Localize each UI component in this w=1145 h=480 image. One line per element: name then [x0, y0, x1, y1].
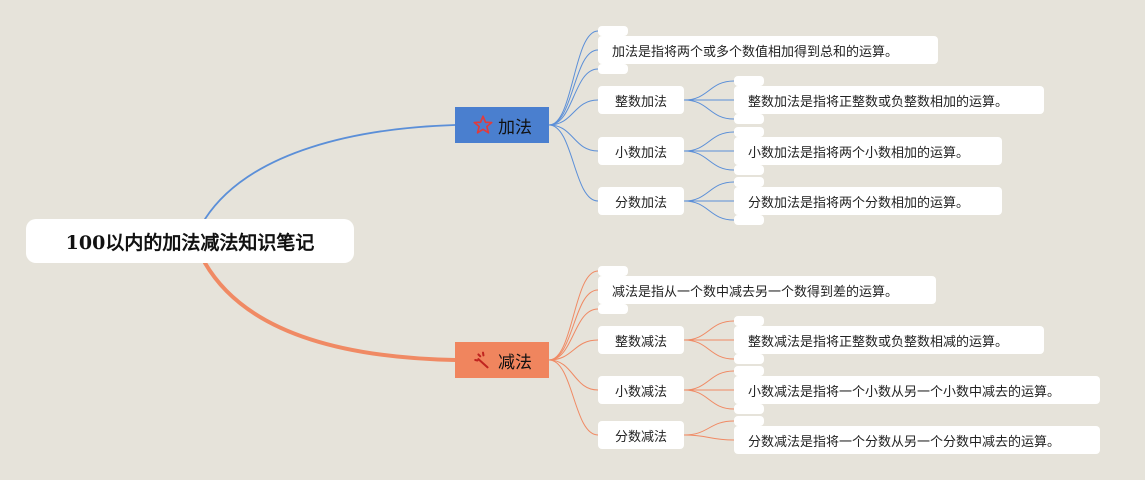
sub-topic-label: 整数加法 — [614, 94, 667, 110]
branch-connector — [548, 359, 599, 436]
node-stub — [734, 127, 764, 137]
description-node[interactable]: 分数减法是指将一个分数从另一个分数中减去的运算。 — [734, 426, 1100, 454]
description-text: 分数减法是指将一个分数从另一个分数中减去的运算。 — [748, 434, 1061, 450]
sub-topic-label: 小数减法 — [614, 384, 667, 400]
branch-connector — [548, 124, 599, 152]
branch-connector — [548, 30, 599, 126]
sub-topic-label: 整数减法 — [614, 334, 667, 350]
description-node[interactable]: 整数减法是指将正整数或负整数相减的运算。 — [734, 326, 1044, 354]
leaf-connector — [683, 99, 735, 120]
sub-topic-label: 分数加法 — [614, 195, 667, 211]
branch-addition[interactable]: 加法 — [455, 107, 549, 143]
description-node[interactable]: 分数加法是指将两个分数相加的运算。 — [734, 187, 1002, 215]
branch-connector — [548, 339, 599, 361]
leaf-connector — [683, 181, 735, 202]
leaf-connector — [683, 420, 735, 436]
leaf-connector — [683, 150, 735, 171]
description-node[interactable]: 整数加法是指将正整数或负整数相加的运算。 — [734, 86, 1044, 114]
sub-topic-decimal-addition[interactable]: 小数加法 — [598, 137, 684, 165]
node-stub — [734, 366, 764, 376]
root-topic[interactable]: 100以内的加法减法知识笔记 — [26, 219, 354, 263]
description-node[interactable]: 小数减法是指将一个小数从另一个小数中减去的运算。 — [734, 376, 1100, 404]
definition-text: 加法是指将两个或多个数值相加得到总和的运算。 — [612, 44, 899, 60]
node-stub — [734, 316, 764, 326]
description-node[interactable]: 小数加法是指将两个小数相加的运算。 — [734, 137, 1002, 165]
branch-connector — [548, 99, 599, 126]
leaf-connector — [683, 320, 735, 341]
branch-subtraction-label: 减法 — [498, 352, 532, 373]
node-stub — [734, 76, 764, 86]
sub-topic-label: 小数加法 — [614, 145, 667, 161]
sub-topic-integer-addition[interactable]: 整数加法 — [598, 86, 684, 114]
branch-connector — [548, 49, 599, 126]
leaf-connector — [683, 339, 735, 360]
node-stub — [598, 266, 628, 276]
branch-connector — [548, 308, 599, 361]
branch-connector — [548, 124, 599, 202]
definition-node[interactable]: 加法是指将两个或多个数值相加得到总和的运算。 — [598, 36, 938, 64]
sparkle-icon — [474, 351, 489, 369]
node-stub — [734, 354, 764, 364]
branch-addition-label: 加法 — [498, 117, 532, 138]
node-stub — [734, 404, 764, 414]
sub-topic-fraction-addition[interactable]: 分数加法 — [598, 187, 684, 215]
sub-topic-fraction-subtraction[interactable]: 分数减法 — [598, 421, 684, 449]
node-stub — [734, 165, 764, 175]
leaf-connector — [683, 131, 735, 152]
leaf-connector — [683, 80, 735, 101]
description-text: 小数加法是指将两个小数相加的运算。 — [748, 145, 970, 161]
root-topic-label: 100以内的加法减法知识笔记 — [65, 231, 315, 254]
leaf-connector — [683, 389, 735, 410]
node-stub — [734, 416, 764, 426]
leaf-connector — [683, 434, 735, 441]
branch-connector — [548, 68, 599, 126]
branch-connector — [548, 289, 599, 361]
branch-connector — [548, 359, 599, 391]
node-stub — [734, 215, 764, 225]
node-stub — [598, 304, 628, 314]
star-icon — [473, 115, 493, 134]
description-text: 小数减法是指将一个小数从另一个小数中减去的运算。 — [748, 384, 1061, 400]
definition-node[interactable]: 减法是指从一个数中减去另一个数得到差的运算。 — [598, 276, 936, 304]
node-stub — [734, 177, 764, 187]
root-branch-connector — [203, 261, 457, 362]
branch-subtraction[interactable]: 减法 — [455, 342, 549, 378]
description-text: 整数加法是指将正整数或负整数相加的运算。 — [748, 94, 1009, 110]
node-stub — [598, 26, 628, 36]
sub-topic-integer-subtraction[interactable]: 整数减法 — [598, 326, 684, 354]
node-stub — [598, 64, 628, 74]
leaf-connector — [683, 370, 735, 391]
sub-topic-label: 分数减法 — [614, 429, 667, 445]
description-text: 分数加法是指将两个分数相加的运算。 — [748, 195, 970, 211]
description-text: 整数减法是指将正整数或负整数相减的运算。 — [748, 334, 1009, 350]
branch-connector — [548, 270, 599, 361]
root-branch-connector — [204, 124, 456, 220]
leaf-connector — [683, 200, 735, 221]
definition-text: 减法是指从一个数中减去另一个数得到差的运算。 — [612, 284, 899, 300]
node-stub — [734, 114, 764, 124]
sub-topic-decimal-subtraction[interactable]: 小数减法 — [598, 376, 684, 404]
